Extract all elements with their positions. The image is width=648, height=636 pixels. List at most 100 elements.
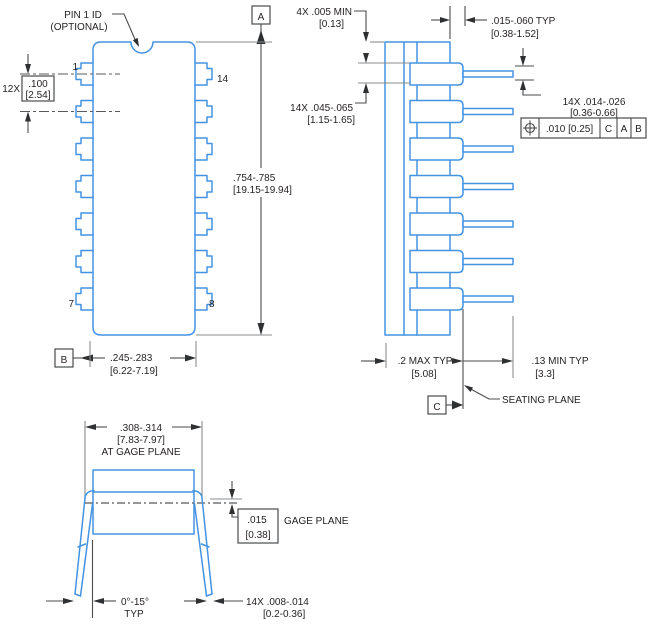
end-leads	[74, 489, 213, 597]
right-lead-inner	[193, 503, 208, 597]
lead-tip	[462, 107, 514, 116]
dim-width-at-gage: .308-.314 [7.83-7.97] AT GAGE PLANE	[84, 421, 203, 500]
width-at-gage-note: AT GAGE PLANE	[101, 447, 180, 458]
gage-offset-inch: .015	[247, 515, 267, 526]
lead-tip	[462, 70, 514, 78]
gage-offset-box	[237, 508, 279, 544]
pin-shape	[75, 287, 94, 311]
right-pins	[194, 62, 213, 311]
datum-a: A	[251, 5, 271, 44]
fcf-datum-3: B	[635, 124, 642, 135]
dim-pin-pitch: 12X .100 [2.54]	[2, 54, 120, 133]
arrowhead-down	[229, 489, 235, 499]
leader-line	[522, 90, 541, 96]
lead-tip	[462, 220, 514, 228]
pin-shape	[75, 174, 94, 199]
dim-lead-tip-width: 14X .014-.026 [0.36-0.66]	[515, 48, 626, 119]
arrowhead-left	[465, 17, 475, 23]
lead-shoulder	[409, 62, 464, 86]
lead-width-mm: [1.15-1.65]	[307, 115, 355, 126]
arrowhead-up	[520, 80, 526, 90]
top-view: 1 14 7 8 PIN 1 ID (OPTIONAL) 12X .100 [2…	[2, 5, 292, 377]
arrowhead-down	[363, 53, 369, 63]
lead-tip-thickness-label: 14X .008-.014	[246, 597, 309, 608]
pin-number-14: 14	[217, 74, 229, 85]
lead-tip-thickness-mm: [0.2-0.36]	[263, 609, 305, 620]
dim-body-height: .2 MAX TYP [5.08]	[361, 343, 463, 380]
leader-line	[231, 514, 238, 518]
end-view: .308-.314 [7.83-7.97] AT GAGE PLANE	[46, 421, 349, 620]
lead-shoulder	[409, 137, 464, 161]
left-lead-inner	[79, 503, 94, 597]
leader-arrowhead	[132, 37, 139, 47]
dim-standoff: 4X .005 MIN [0.13]	[296, 7, 384, 63]
pitch-qty-label: 12X	[2, 84, 20, 95]
pin-shape	[194, 174, 213, 199]
datum-triangle	[452, 400, 463, 410]
right-lead-joggle-tick	[200, 543, 210, 548]
pin-shape	[75, 99, 94, 124]
lead-tip	[462, 182, 514, 191]
arrowhead-right	[440, 17, 450, 23]
datum-c: C	[427, 395, 463, 415]
left-lead-joggle-tick	[77, 543, 87, 548]
arrowhead-up	[25, 111, 31, 122]
pitch-inch-value: .100	[28, 79, 48, 90]
dim-lead-below-seating: .13 MIN TYP [3.3]	[463, 316, 589, 380]
lead-tip	[462, 295, 514, 303]
fcf-outline	[520, 117, 647, 139]
lead-tip-width-mm: [0.36-0.66]	[570, 108, 618, 119]
pin-shape	[194, 212, 213, 236]
body-length-mm: [19.15-19.94]	[233, 185, 292, 196]
position-tolerance-frame: .010 [0.25] C A B	[520, 117, 647, 139]
lead-below-seating-label: .13 MIN TYP	[531, 356, 588, 367]
pin-shape	[194, 287, 213, 311]
pin-number-7: 7	[68, 299, 74, 310]
dim-body-width: .245-.283 [6.22-7.19]	[89, 341, 197, 377]
leader-line	[354, 10, 367, 32]
side-view: 4X .005 MIN [0.13] 14X .045-.065 [1.15-1…	[290, 6, 647, 415]
arrowhead-left	[213, 598, 224, 604]
body-width-mm: [6.22-7.19]	[110, 366, 158, 377]
pin-shape	[194, 137, 213, 161]
arrowhead-down	[257, 323, 265, 335]
lead-tip-width-label: 14X .014-.026	[563, 97, 626, 108]
datum-b-label: B	[61, 355, 68, 366]
arrowhead-right	[63, 598, 74, 604]
fcf-tolerance-value: .010 [0.25]	[546, 124, 593, 135]
leader-arrowhead	[464, 385, 473, 392]
lead-below-seating-mm: [3.3]	[535, 369, 555, 380]
datum-a-label: A	[258, 12, 265, 23]
lead-shoulder	[409, 287, 464, 311]
pin-number-1: 1	[72, 62, 78, 73]
lead-shoulder	[409, 174, 464, 199]
side-leads	[409, 62, 514, 311]
package-body-outline	[92, 41, 196, 336]
lead-shoulder	[409, 212, 464, 236]
shoulder-label: .015-.060 TYP	[491, 16, 556, 27]
lead-shoulder	[409, 99, 464, 124]
dim-lead-tip-thickness: 14X .008-.014 [0.2-0.36]	[184, 597, 309, 620]
pin1-id-label: PIN 1 ID	[64, 10, 102, 21]
width-at-gage-inch: .308-.314	[120, 423, 163, 434]
body-height-label: .2 MAX TYP	[398, 356, 453, 367]
pin-shape	[194, 99, 213, 124]
seating-plane-label: SEATING PLANE	[502, 395, 581, 406]
pin1-id-callout: PIN 1 ID (OPTIONAL)	[50, 10, 139, 47]
right-lead-outer	[192, 489, 213, 595]
pin-shape	[75, 137, 94, 161]
gage-offset-mm: [0.38]	[245, 530, 270, 541]
body-length-inch: .754-.785	[233, 173, 276, 184]
arrowhead-right	[185, 354, 196, 362]
fcf-datum-2: A	[621, 124, 628, 135]
pin-number-8: 8	[209, 299, 215, 310]
lead-shoulder	[409, 249, 464, 274]
fcf-datum-1: C	[605, 124, 612, 135]
leader-line	[466, 386, 500, 400]
position-symbol-icon	[523, 120, 537, 136]
arrowhead-up	[363, 83, 369, 93]
arrowhead-up	[229, 504, 235, 514]
pin-shape	[194, 249, 213, 274]
